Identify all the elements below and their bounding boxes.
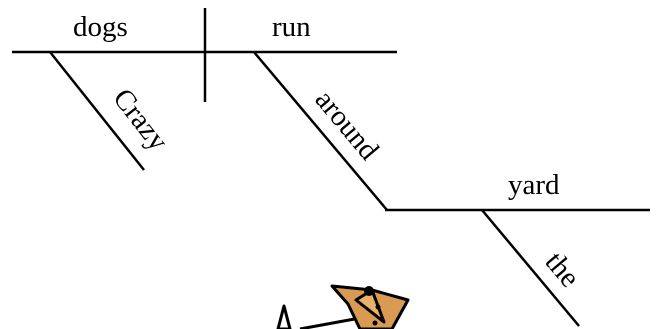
subject-word: dogs	[73, 11, 128, 43]
subject-modifier-line	[49, 51, 145, 171]
dog-tail	[276, 304, 292, 329]
verb-word: run	[272, 11, 311, 43]
dog-eye	[375, 304, 381, 310]
subject-modifier-word: Crazy	[106, 83, 174, 158]
verb-modifier-line	[253, 51, 388, 211]
dog-illustration	[276, 284, 410, 329]
object-word: yard	[508, 169, 560, 201]
dog-neck	[299, 316, 361, 329]
dog-nose	[364, 286, 374, 296]
verb-modifier-word: around	[309, 84, 386, 167]
object-modifier-line	[481, 209, 580, 327]
dog-eye	[372, 320, 378, 326]
